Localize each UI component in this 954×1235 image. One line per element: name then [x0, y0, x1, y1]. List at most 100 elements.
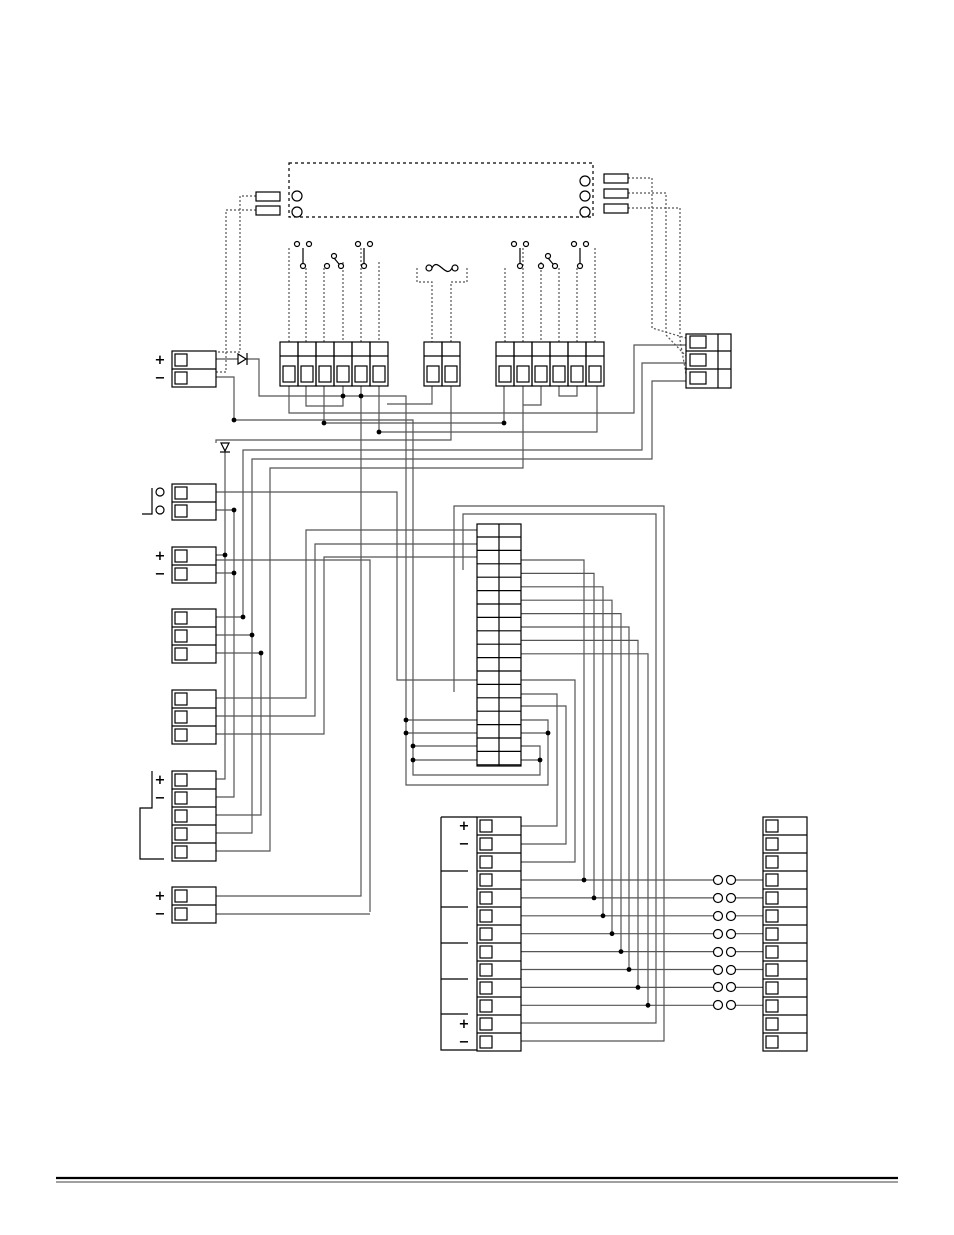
relay-screw: [319, 366, 331, 382]
junction-dot: [592, 896, 597, 901]
junction-dot: [646, 1003, 651, 1008]
wire: [521, 614, 621, 952]
wire: [387, 386, 432, 404]
changeover-contact: [553, 264, 558, 269]
switch-contact: [572, 242, 577, 247]
terminal-screw: [175, 648, 187, 660]
plug-left: [256, 192, 280, 201]
relay-screw: [517, 366, 529, 382]
plug-right: [604, 204, 628, 213]
changeover-contact: [332, 254, 337, 259]
polarity-sign: +: [155, 889, 166, 904]
terminal-screw: [175, 372, 187, 384]
bottom-terminal-strip: [477, 817, 521, 1051]
terminal-screw: [175, 568, 187, 580]
dashed-wire: [216, 196, 256, 352]
terminal-screw: [766, 874, 778, 886]
switch-contact: [301, 264, 306, 269]
junction-dot: [232, 508, 237, 513]
junction-dot: [232, 418, 237, 423]
switch-contact: [307, 242, 312, 247]
changeover-arm: [334, 258, 339, 264]
terminal-screw: [480, 820, 492, 832]
junction-dot: [582, 878, 587, 883]
contact-circle: [714, 983, 723, 992]
dashed-wire: [628, 208, 686, 374]
terminal-screw: [480, 982, 492, 994]
terminal-screw: [480, 838, 492, 850]
terminal-screw: [175, 630, 187, 642]
contact-circle: [714, 966, 723, 975]
fuse-end: [452, 265, 458, 271]
terminal-screw: [480, 946, 492, 958]
junction-dot: [636, 985, 641, 990]
wire: [216, 386, 451, 443]
terminal-screw: [175, 354, 187, 366]
relay-screw: [553, 366, 565, 382]
polarity-sign: −: [155, 567, 166, 582]
wire: [523, 386, 541, 405]
terminal-screw: [480, 1018, 492, 1030]
controller-enclosure: [289, 163, 593, 217]
dashed-wire: [216, 210, 256, 372]
changeover-contact: [325, 264, 330, 269]
terminal-block-5: [172, 771, 216, 861]
terminal-screw: [766, 892, 778, 904]
relay-screw: [355, 366, 367, 382]
switch-contact: [356, 242, 361, 247]
terminal-screw: [175, 505, 187, 517]
terminal-screw: [480, 1000, 492, 1012]
wire: [379, 386, 597, 432]
relay-screw: [301, 366, 313, 382]
terminal-screw: [175, 729, 187, 741]
switch-contact: [584, 242, 589, 247]
polarity-sign: −: [155, 371, 166, 386]
relay-screw: [373, 366, 385, 382]
changeover-contact: [546, 254, 551, 259]
wire: [216, 530, 477, 698]
junction-dot: [250, 633, 255, 638]
enclosure-contact: [292, 207, 302, 217]
junction-dot: [627, 967, 632, 972]
contact-circle: [714, 948, 723, 957]
terminal-screw: [766, 820, 778, 832]
junction-dot: [502, 421, 507, 426]
junction-dot: [377, 430, 382, 435]
junction-dot: [223, 553, 228, 558]
junction-dot: [610, 931, 615, 936]
terminal-screw: [175, 550, 187, 562]
wire: [216, 544, 477, 716]
contact-circle: [727, 948, 736, 957]
terminal-screw: [175, 846, 187, 858]
dashed-wire: [628, 178, 686, 338]
right-bottom-terminal-strip: [763, 817, 807, 1051]
terminal-screw: [175, 792, 187, 804]
terminal-screw: [766, 964, 778, 976]
contact-circle: [727, 930, 736, 939]
contact-circle: [727, 966, 736, 975]
dashed-wire: [451, 268, 467, 342]
junction-dot: [619, 949, 624, 954]
junction-dot: [411, 744, 416, 749]
polarity-sign: −: [155, 907, 166, 922]
junction-dot: [341, 394, 346, 399]
terminal-screw: [480, 910, 492, 922]
wire: [216, 557, 477, 734]
junction-dot: [538, 758, 543, 763]
wire: [216, 452, 225, 779]
terminal-block-3b: [172, 690, 216, 744]
contact-circle: [714, 930, 723, 939]
terminal-screw: [766, 910, 778, 922]
terminal-screw: [766, 946, 778, 958]
terminal-screw: [175, 711, 187, 723]
contact-circle: [727, 894, 736, 903]
enclosure-contact: [292, 191, 302, 201]
terminal-screw: [175, 612, 187, 624]
diode: [238, 354, 246, 364]
fuse-end: [426, 265, 432, 271]
terminal-screw: [175, 810, 187, 822]
enclosure-contact: [580, 176, 590, 186]
switch-contact: [512, 242, 517, 247]
terminal-screw: [766, 1036, 778, 1048]
